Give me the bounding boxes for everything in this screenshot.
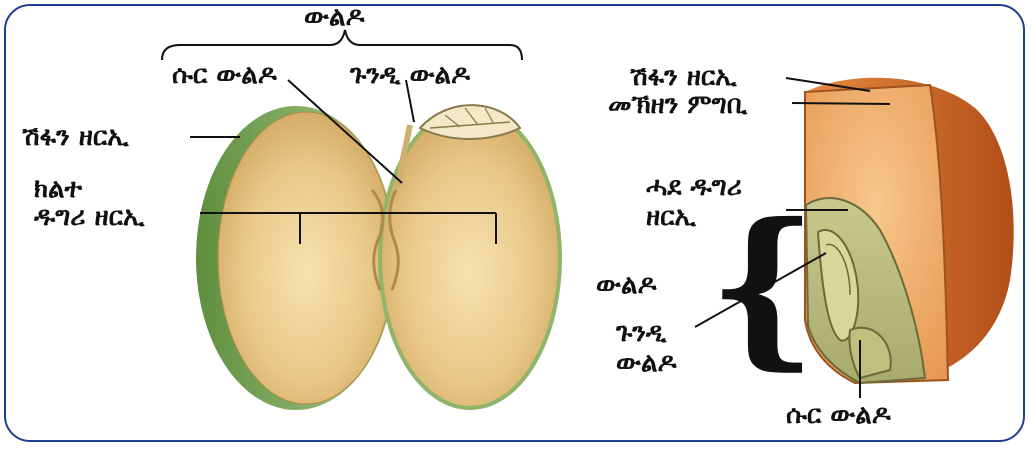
label-maize-radicle: ሱር ውልዶ (786, 400, 891, 430)
embryo-curly-brace: { (708, 186, 817, 386)
label-maize-embryo: ውልዶ (596, 270, 656, 300)
label-radicle: ሱር ውልዶ (172, 60, 277, 90)
label-maize-seed-coat: ሽፋን ዘርኢ (630, 62, 737, 92)
label-maize-plumule-line1: ጉንዲ (616, 318, 667, 348)
label-maize-cotyledon-line1: ሓደ ዱግሪ (646, 172, 742, 202)
label-bean-seed-coat: ሽፋን ዘርኢ (22, 122, 129, 152)
maize-seed: { (695, 78, 1014, 398)
label-cotyledon-line2: ዱግሪ ዘርኢ (34, 202, 144, 232)
label-endosperm: መኽዘን ምግቢ (608, 90, 747, 120)
label-embryo-top: ውልዶ (304, 2, 364, 32)
bean-left-cotyledon (218, 112, 394, 404)
label-maize-cotyledon-line2: ዘርኢ (646, 202, 696, 232)
embryo-brace (162, 30, 522, 60)
label-maize-plumule-line2: ውልዶ (616, 348, 676, 378)
label-cotyledon-line1: ክልተ (34, 174, 82, 204)
label-plumule: ጉንዲ ውልዶ (350, 60, 470, 90)
